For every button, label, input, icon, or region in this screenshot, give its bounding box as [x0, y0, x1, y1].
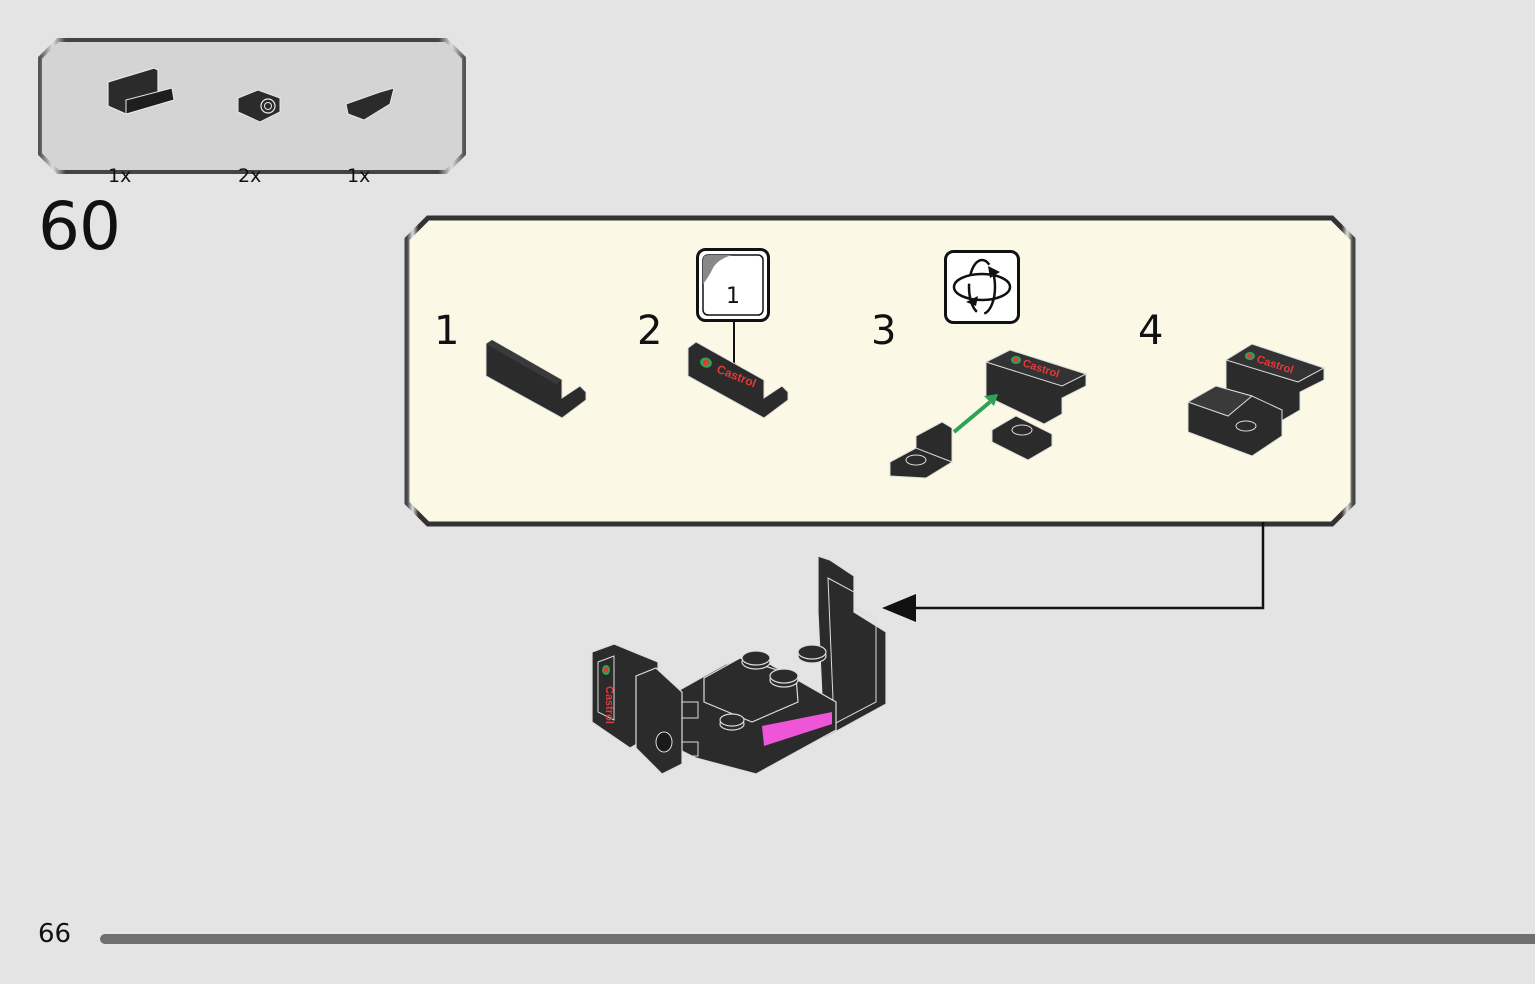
- parts-list-box: 1x 2x 1x: [38, 38, 466, 187]
- substep-number-3: 3: [871, 308, 897, 354]
- finished-subassembly-image: Castrol: [1186, 343, 1326, 457]
- sticker-callout: 1: [696, 248, 770, 322]
- castrol-logo-4: Castrol: [603, 686, 615, 724]
- part-qty-2: 2x: [238, 165, 262, 187]
- subassembly-box: [404, 215, 1356, 527]
- page-number: 66: [38, 919, 72, 949]
- placement-arrow: [882, 522, 1265, 622]
- main-model-image: Castrol: [591, 555, 887, 775]
- substep-number-1: 1: [434, 308, 460, 354]
- substep-number-2: 2: [637, 308, 663, 354]
- part-qty-1: 1x: [108, 165, 132, 187]
- panel-1x2-icon: [107, 67, 175, 115]
- rotate-model-icon: [944, 250, 1020, 324]
- bracket-assembly-image: Castrol: [889, 349, 1088, 479]
- subassembly-frame: [404, 215, 1356, 527]
- substep-number-4: 4: [1138, 308, 1164, 354]
- bracket-plate-icon: [237, 89, 281, 123]
- sticker-number: 1: [726, 284, 740, 309]
- panel-brick-image: [485, 339, 587, 419]
- stickered-panel-image: Castrol: [687, 341, 789, 419]
- step-number: 60: [38, 188, 121, 265]
- progress-bar: [100, 934, 1535, 944]
- part-qty-3: 1x: [347, 165, 371, 187]
- wedge-plate-icon: [345, 87, 395, 121]
